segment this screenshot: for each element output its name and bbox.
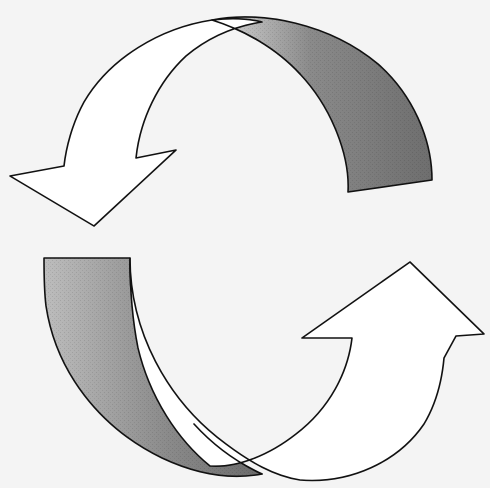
top-arrow-face — [10, 19, 262, 226]
top-arrow-band-texture — [212, 17, 432, 192]
